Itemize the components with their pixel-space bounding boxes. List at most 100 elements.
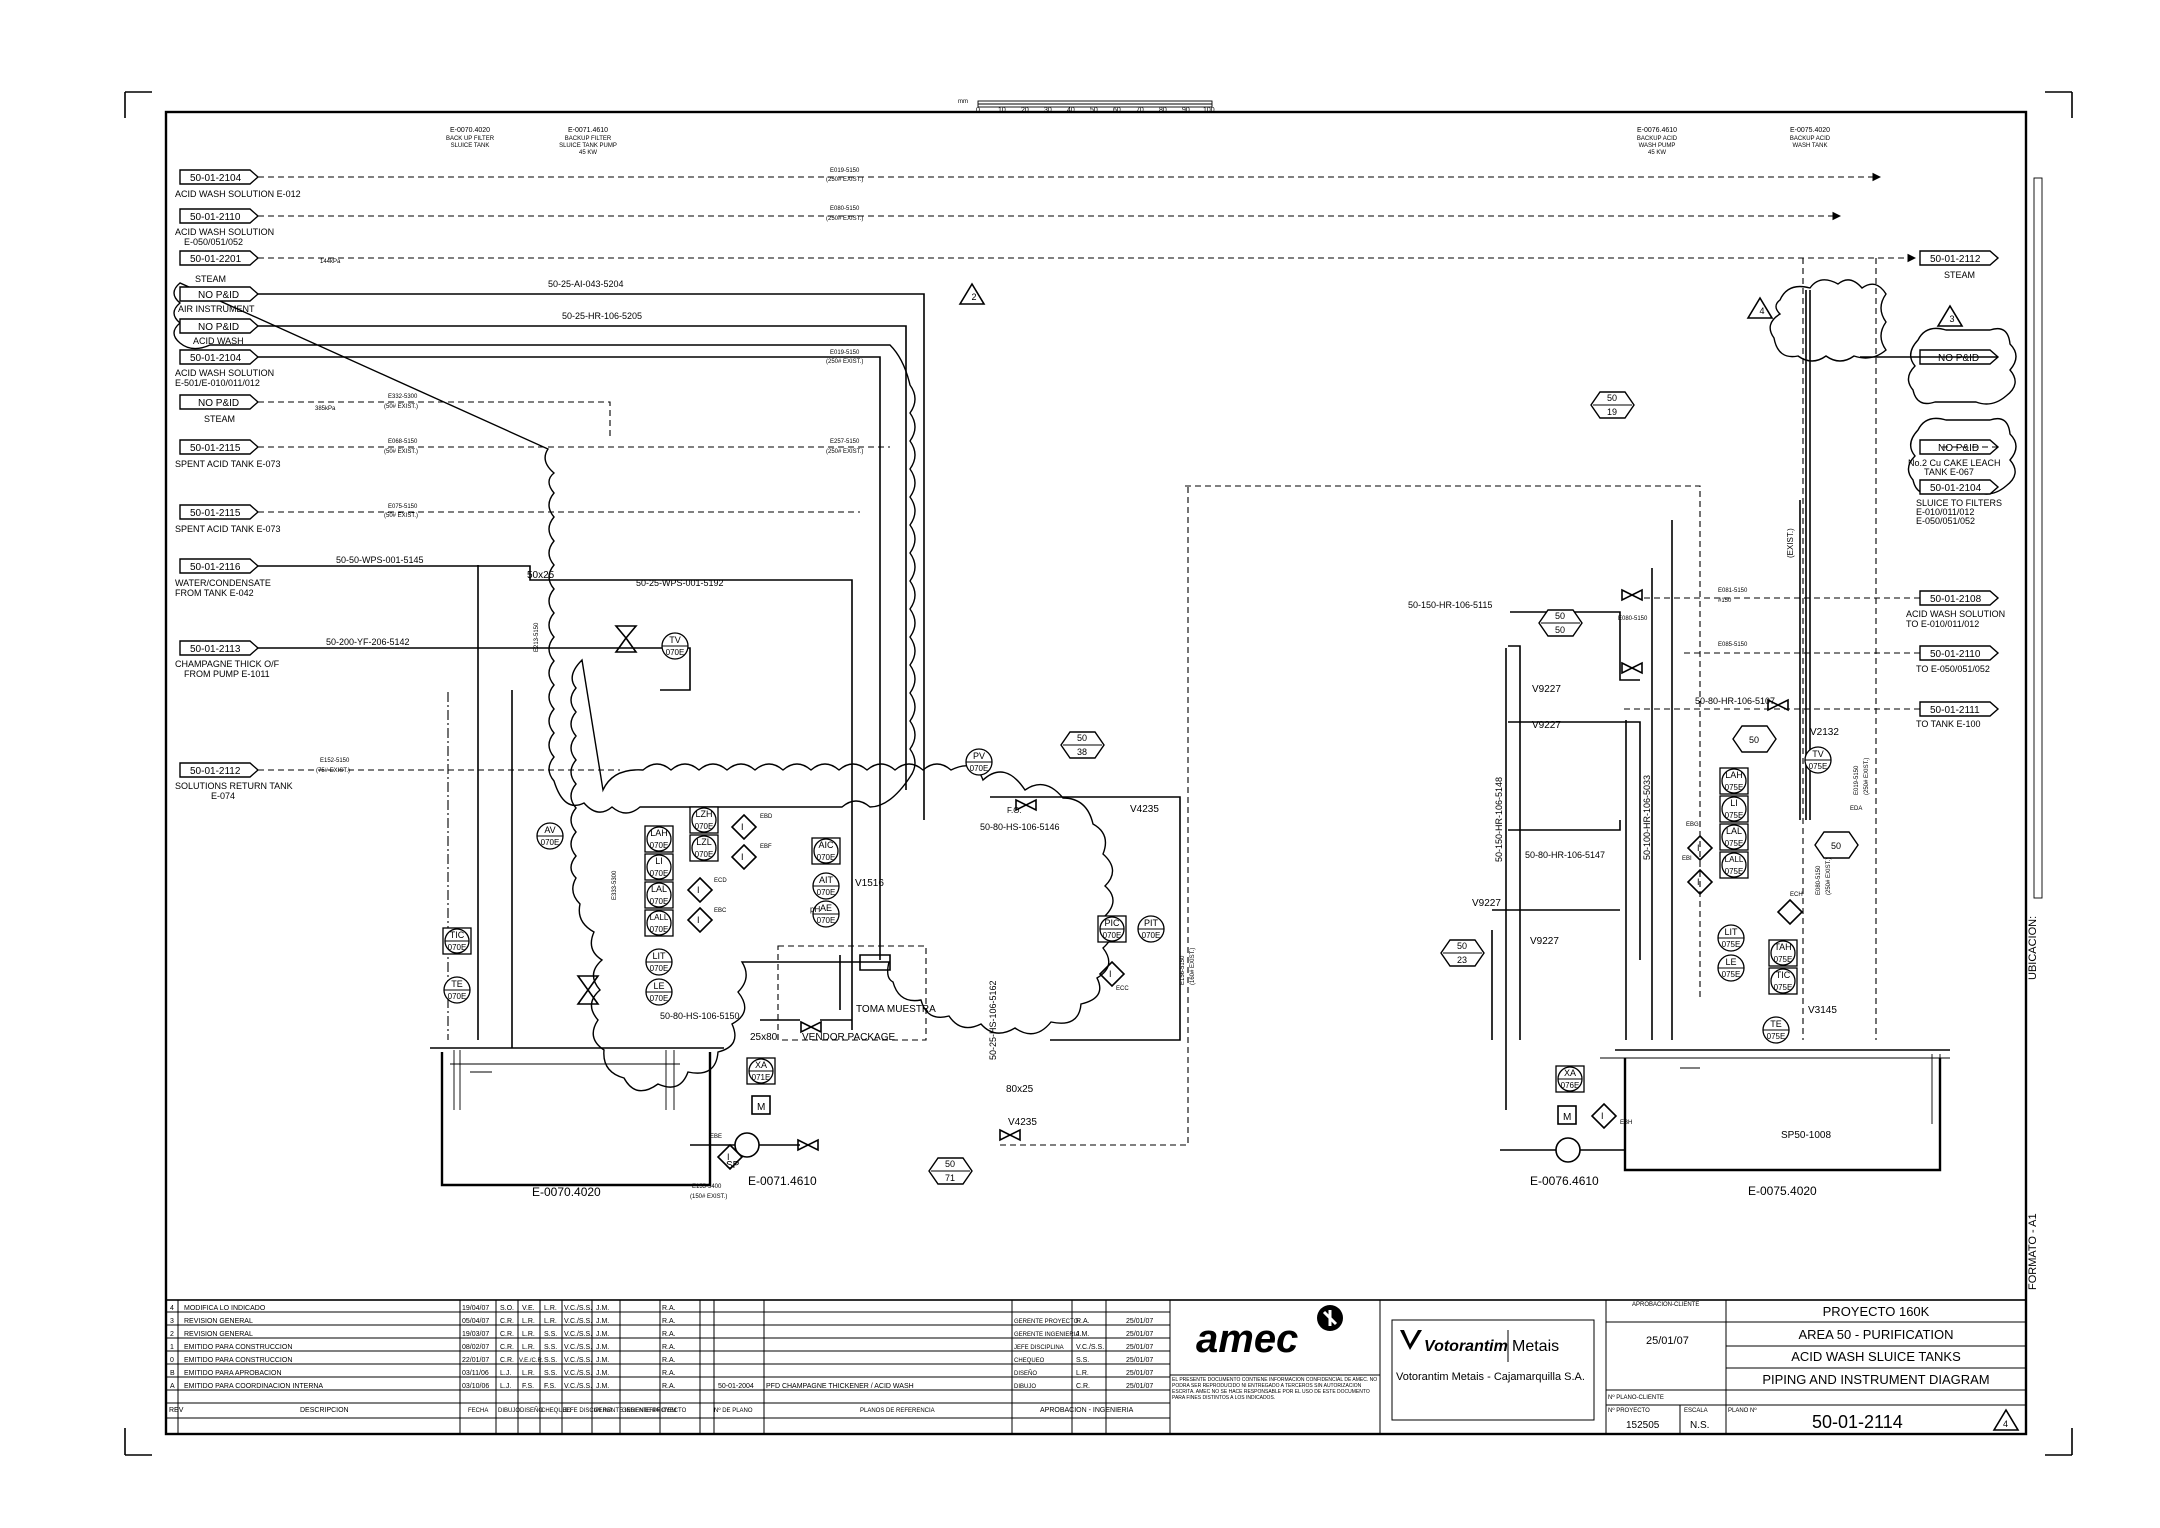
svg-text:50-200-YF-206-5142: 50-200-YF-206-5142: [326, 637, 410, 647]
svg-text:50-01-2115: 50-01-2115: [190, 508, 241, 519]
svg-text:E-0075.4020: E-0075.4020: [1790, 127, 1830, 134]
svg-text:50-01-2112: 50-01-2112: [1930, 254, 1981, 265]
scale-bar: mm 0 10 20 30 40 50 60 70 80 90 100: [958, 99, 1215, 114]
svg-text:M: M: [757, 1102, 765, 1113]
svg-text:R.A.: R.A.: [662, 1318, 676, 1325]
offsheet-right-0: 50-01-2112 STEAM: [1919, 250, 2000, 280]
svg-text:60: 60: [1113, 107, 1121, 114]
crop-marks: [124, 91, 2073, 1456]
svg-text:070E: 070E: [695, 822, 714, 831]
svg-text:50-01-2108: 50-01-2108: [1930, 594, 1982, 605]
svg-text:L.R.: L.R.: [544, 1305, 557, 1312]
svg-text:ACID WASH SOLUTION E-012: ACID WASH SOLUTION E-012: [175, 189, 301, 199]
svg-text:S.S.: S.S.: [544, 1344, 557, 1351]
svg-text:075E: 075E: [1722, 940, 1741, 949]
svg-text:DISEÑO: DISEÑO: [1014, 1370, 1037, 1377]
diagram-area-frame: [165, 111, 2027, 1301]
svg-text:Nº PROYECTO: Nº PROYECTO: [1608, 1407, 1650, 1414]
svg-text:EBG: EBG: [1686, 822, 1699, 828]
svg-text:NO P&ID: NO P&ID: [198, 322, 239, 333]
svg-text:50-150-HR-106-5148: 50-150-HR-106-5148: [1494, 777, 1504, 862]
svg-text:BACKUP ACID: BACKUP ACID: [1790, 136, 1831, 142]
svg-text:EMITIDO PARA CONSTRUCCION: EMITIDO PARA CONSTRUCCION: [184, 1344, 292, 1351]
main-process-lines: [258, 172, 1998, 1146]
svg-text:50-01-2114: 50-01-2114: [1812, 1412, 1903, 1432]
svg-text:ACID WASH SOLUTION: ACID WASH SOLUTION: [175, 227, 274, 237]
svg-text:50: 50: [945, 1159, 955, 1169]
svg-text:E156-5150: E156-5150: [1180, 955, 1186, 985]
offsheet-right-6: 50-01-2111 TO TANK E-100: [1916, 701, 2000, 729]
svg-text:V.E.: V.E.: [522, 1305, 535, 1312]
svg-text:25/01/07: 25/01/07: [1646, 1335, 1689, 1347]
svg-text:50-01-2113: 50-01-2113: [190, 644, 241, 655]
svg-text:(160# EXIST.): (160# EXIST.): [1190, 948, 1196, 985]
tank-e0070: E-0070.4020: [430, 1047, 724, 1199]
svg-text:4: 4: [1759, 306, 1764, 316]
svg-text:EBH: EBH: [1620, 1120, 1632, 1126]
svg-text:1: 1: [170, 1344, 174, 1351]
svg-text:Votorantim Metais - Cajamarqui: Votorantim Metais - Cajamarquilla S.A.: [1396, 1371, 1585, 1383]
svg-text:0: 0: [170, 1357, 174, 1364]
svg-text:F.S.: F.S.: [544, 1383, 556, 1390]
svg-text:S.S.: S.S.: [544, 1370, 557, 1377]
svg-text:070E: 070E: [650, 897, 669, 906]
revision-column-headers: REV DESCRIPCION FECHA DIBUJO DISEÑO CHEQ…: [169, 1407, 935, 1414]
offsheet-left-1: 50-01-2110 ACID WASH SOLUTIONE-050/051/0…: [175, 208, 274, 247]
offsheet-left-3: NO P&ID STEAM: [179, 274, 260, 302]
interlock-labels: I I I I I I I I I EBD EBF ECD EBC ECC EB…: [697, 806, 1862, 1162]
svg-text:E019-5150: E019-5150: [830, 168, 860, 174]
title-block: [165, 1299, 2027, 1435]
svg-text:070E: 070E: [1103, 931, 1122, 940]
svg-text:I: I: [1697, 877, 1700, 887]
svg-text:GERENTE PROYECTO: GERENTE PROYECTO: [622, 1408, 687, 1414]
svg-text:L.R.: L.R.: [522, 1370, 535, 1377]
svg-text:I: I: [1697, 843, 1700, 853]
svg-text:S.S.: S.S.: [544, 1357, 557, 1364]
offsheet-left-9: 50-01-2115 SPENT ACID TANK E-073: [175, 504, 281, 534]
svg-text:E-0070.4020: E-0070.4020: [532, 1185, 601, 1199]
svg-text:152505: 152505: [1626, 1420, 1660, 1431]
svg-text:FECHA: FECHA: [468, 1408, 488, 1414]
svg-text:50-01-2201: 50-01-2201: [190, 254, 242, 265]
svg-text:VENDOR PACKAGE: VENDOR PACKAGE: [802, 1032, 895, 1043]
svg-text:50-25-HS-106-5162: 50-25-HS-106-5162: [988, 980, 998, 1060]
svg-text:LAH: LAH: [1725, 770, 1743, 780]
svg-text:E068-5150: E068-5150: [388, 439, 418, 445]
svg-text:L.R.: L.R.: [544, 1318, 557, 1325]
svg-text:V9227: V9227: [1530, 936, 1559, 947]
svg-text:TAH: TAH: [1774, 942, 1791, 952]
svg-text:(250# EXIST.): (250# EXIST.): [826, 216, 863, 222]
svg-text:L.J.: L.J.: [500, 1383, 511, 1390]
svg-text:APROBACION - INGENIERIA: APROBACION - INGENIERIA: [1040, 1407, 1134, 1414]
svg-text:JEFE DISCIPLINA: JEFE DISCIPLINA: [563, 1408, 613, 1414]
svg-text:(150# EXIST.): (150# EXIST.): [690, 1194, 727, 1200]
interlock-diamonds: [686, 813, 1804, 1171]
svg-text:EBF: EBF: [760, 844, 772, 850]
svg-text:50: 50: [1749, 735, 1759, 745]
offsheet-left-6: 50-01-2104 ACID WASH SOLUTIONE-501/E-010…: [175, 349, 274, 388]
svg-text:E-050/051/052: E-050/051/052: [184, 237, 243, 247]
svg-text:LALL: LALL: [1725, 855, 1744, 864]
vendor-package: VENDOR PACKAGE TOMA MUESTRA: [760, 945, 936, 1043]
revision-clouds: [173, 279, 2017, 1092]
svg-text:45 KW: 45 KW: [579, 150, 597, 156]
svg-text:E-074: E-074: [211, 791, 235, 801]
equipment-header-e0076: E-0076.4610 BACKUP ACID WASH PUMP 45 KW: [1637, 127, 1678, 156]
svg-text:50: 50: [1077, 733, 1087, 743]
svg-text:WATER/CONDENSATE: WATER/CONDENSATE: [175, 578, 271, 588]
svg-text:PIT: PIT: [1144, 918, 1159, 928]
svg-text:E-0075.4020: E-0075.4020: [1748, 1184, 1817, 1198]
svg-text:50-150-HR-106-5115: 50-150-HR-106-5115: [1408, 600, 1492, 610]
svg-text:(75# EXIST.): (75# EXIST.): [316, 768, 350, 774]
svg-text:TO E-050/051/052: TO E-050/051/052: [1916, 664, 1990, 674]
offsheet-right-5: 50-01-2110 TO E-050/051/052: [1916, 645, 2000, 674]
